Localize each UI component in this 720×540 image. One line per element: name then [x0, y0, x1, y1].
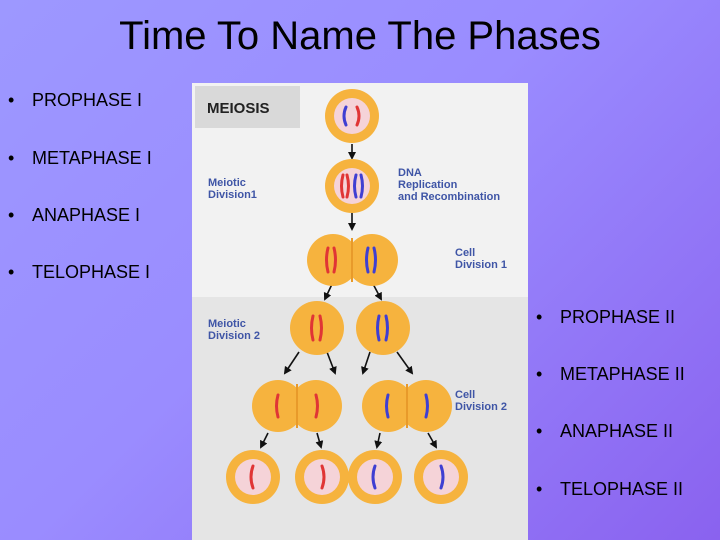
arrow	[374, 432, 383, 449]
chromosome-red	[340, 173, 350, 199]
arrow	[283, 351, 300, 375]
label-line: Cell	[455, 247, 475, 259]
chromosome-red	[325, 246, 337, 274]
phase-label: METAPHASE II	[560, 364, 685, 384]
arrow	[326, 351, 337, 375]
chromosome-red	[314, 393, 319, 419]
chromosome-blue	[424, 393, 429, 419]
phase-label: PROPHASE II	[560, 307, 676, 327]
parent-cell	[325, 89, 379, 143]
cell-membrane	[290, 301, 344, 355]
cell-division-2-label: Cell Division 2	[455, 389, 507, 413]
chromosome-red	[310, 314, 323, 342]
arrow	[427, 432, 437, 449]
gamete-cell	[348, 450, 402, 504]
gamete-cell	[295, 450, 349, 504]
phase-label: TELOPHASE II	[560, 479, 684, 499]
label-line: and Recombination	[398, 191, 500, 203]
chromosome-blue	[342, 105, 348, 127]
replicated-cell	[325, 159, 379, 213]
chromosome-blue	[385, 393, 390, 419]
bullet-icon: •	[8, 205, 15, 225]
chromosome-red	[275, 393, 280, 419]
phase-item: • METAPHASE I	[8, 148, 152, 169]
cell-membrane	[356, 301, 410, 355]
label-line: Division 2	[208, 330, 260, 342]
label-line: Division1	[208, 189, 257, 201]
dividing-cell-2-blue	[362, 380, 452, 432]
daughter-cell-blue	[356, 301, 410, 355]
arrows	[260, 144, 437, 449]
phase-item: • ANAPHASE I	[8, 205, 140, 226]
cell-nucleus	[334, 168, 370, 204]
label-line: Division 2	[455, 401, 507, 413]
cell-nucleus	[423, 459, 459, 495]
label-line: Meiotic	[208, 318, 246, 330]
arrow	[396, 351, 414, 375]
arrow	[315, 432, 324, 449]
chromosome-blue	[371, 464, 377, 490]
chromosome-blue	[439, 464, 445, 490]
cell-nucleus	[304, 459, 340, 495]
bullet-icon: •	[8, 148, 15, 168]
meiosis-diagram: MEIOSIS Meiotic Division1 DNA Replicatio…	[192, 83, 528, 540]
gamete-cell	[414, 450, 468, 504]
slide-title: Time To Name The Phases	[119, 14, 601, 58]
label-line: DNA	[398, 167, 422, 179]
daughter-cell-red	[290, 301, 344, 355]
chromosome-blue	[365, 246, 377, 274]
arrow	[260, 432, 269, 449]
phase-label: TELOPHASE I	[32, 262, 151, 282]
chromosome-blue	[353, 173, 364, 199]
meiotic-division-2-label: Meiotic Division 2	[208, 318, 260, 342]
cell-membrane	[346, 234, 398, 286]
chromosome-blue	[376, 314, 389, 342]
bullet-icon: •	[8, 262, 15, 282]
phase-item: • TELOPHASE I	[8, 262, 150, 283]
diagram-heading: MEIOSIS	[207, 100, 270, 117]
bullet-icon: •	[536, 364, 543, 384]
label-line: Replication	[398, 179, 458, 191]
phase-label: PROPHASE I	[32, 90, 143, 110]
bullet-icon: •	[536, 479, 543, 499]
chromosome-red	[320, 464, 326, 490]
cell-nucleus	[357, 459, 393, 495]
phase-label: ANAPHASE I	[32, 205, 141, 225]
phase-label: METAPHASE I	[32, 148, 152, 168]
cell-division-1-label: Cell Division 1	[455, 247, 507, 271]
cell-nucleus	[334, 98, 370, 134]
phase-item: • TELOPHASE II	[536, 479, 683, 500]
label-line: Division 1	[455, 259, 507, 271]
meiotic-division-1-label: Meiotic Division1	[208, 177, 257, 201]
dna-replication-label: DNA Replication and Recombination	[398, 167, 500, 203]
label-line: Cell	[455, 389, 475, 401]
phase-label: ANAPHASE II	[560, 421, 674, 441]
dividing-cell-2-red	[252, 380, 342, 432]
chromosome-red	[249, 464, 255, 490]
label-line: Meiotic	[208, 177, 246, 189]
chromosome-red	[355, 105, 361, 127]
bullet-icon: •	[536, 307, 543, 327]
phase-item: • ANAPHASE II	[536, 421, 673, 442]
bullet-icon: •	[536, 421, 543, 441]
heading-box	[195, 86, 300, 128]
bullet-icon: •	[8, 90, 15, 110]
gamete-cell	[226, 450, 280, 504]
phase-item: • METAPHASE II	[536, 364, 685, 385]
arrow	[361, 351, 371, 375]
phase-item: • PROPHASE II	[536, 307, 675, 328]
cell-nucleus	[235, 459, 271, 495]
cell-membrane	[307, 234, 359, 286]
dividing-cell-1	[307, 234, 398, 286]
phase-item: • PROPHASE I	[8, 90, 142, 111]
